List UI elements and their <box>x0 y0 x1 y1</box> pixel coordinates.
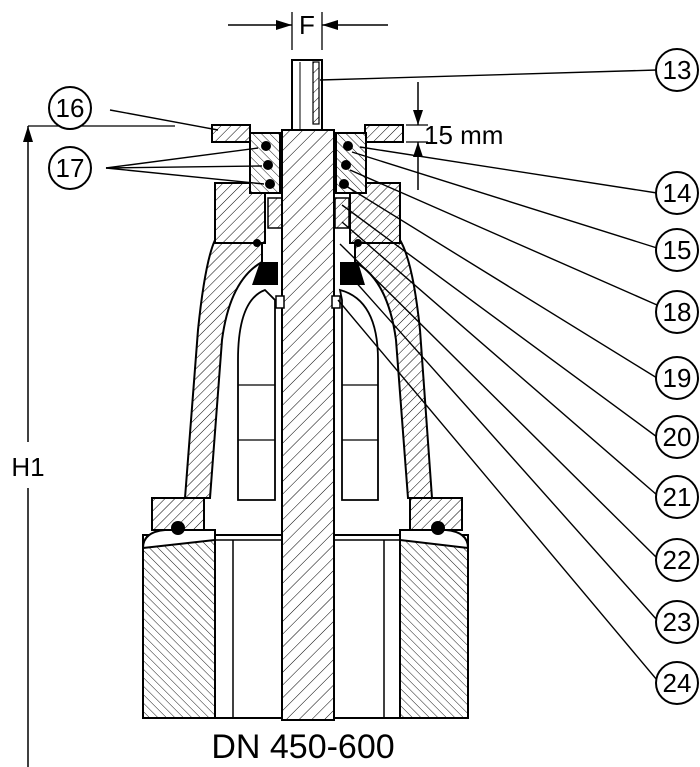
callout-24: 24 <box>655 661 699 705</box>
callout-16: 16 <box>48 86 92 130</box>
callout-20: 20 <box>655 415 699 459</box>
callout-15: 15 <box>655 228 699 272</box>
dimension-f: F <box>228 10 388 50</box>
svg-text:15: 15 <box>663 235 692 265</box>
svg-text:18: 18 <box>663 297 692 327</box>
dimension-15mm: 15 mm <box>406 82 503 190</box>
dimension-h1-label: H1 <box>11 452 44 482</box>
caption-size-range: DN 450-600 <box>211 728 394 766</box>
svg-text:14: 14 <box>663 178 692 208</box>
dimension-f-label: F <box>299 10 315 40</box>
callout-19: 19 <box>655 356 699 400</box>
svg-text:23: 23 <box>663 607 692 637</box>
svg-text:22: 22 <box>663 545 692 575</box>
dimension-15mm-label: 15 mm <box>424 120 503 150</box>
svg-text:19: 19 <box>663 363 692 393</box>
callout-14: 14 <box>655 171 699 215</box>
svg-text:21: 21 <box>663 482 692 512</box>
callout-18: 18 <box>655 290 699 334</box>
svg-text:16: 16 <box>56 93 85 123</box>
bonnet <box>183 182 434 501</box>
callout-17: 17 <box>48 146 92 190</box>
svg-text:24: 24 <box>663 668 692 698</box>
callout-21: 21 <box>655 475 699 519</box>
dimension-h1: H1 <box>11 125 175 767</box>
callout-22: 22 <box>655 538 699 582</box>
svg-text:20: 20 <box>663 422 692 452</box>
valve-body <box>141 497 470 719</box>
svg-text:13: 13 <box>663 55 692 85</box>
callout-13: 13 <box>655 48 699 92</box>
svg-text:17: 17 <box>56 153 85 183</box>
leader-lines <box>105 69 658 681</box>
callout-23: 23 <box>655 600 699 644</box>
gland-packing <box>211 124 404 229</box>
valve-stem <box>275 59 341 721</box>
